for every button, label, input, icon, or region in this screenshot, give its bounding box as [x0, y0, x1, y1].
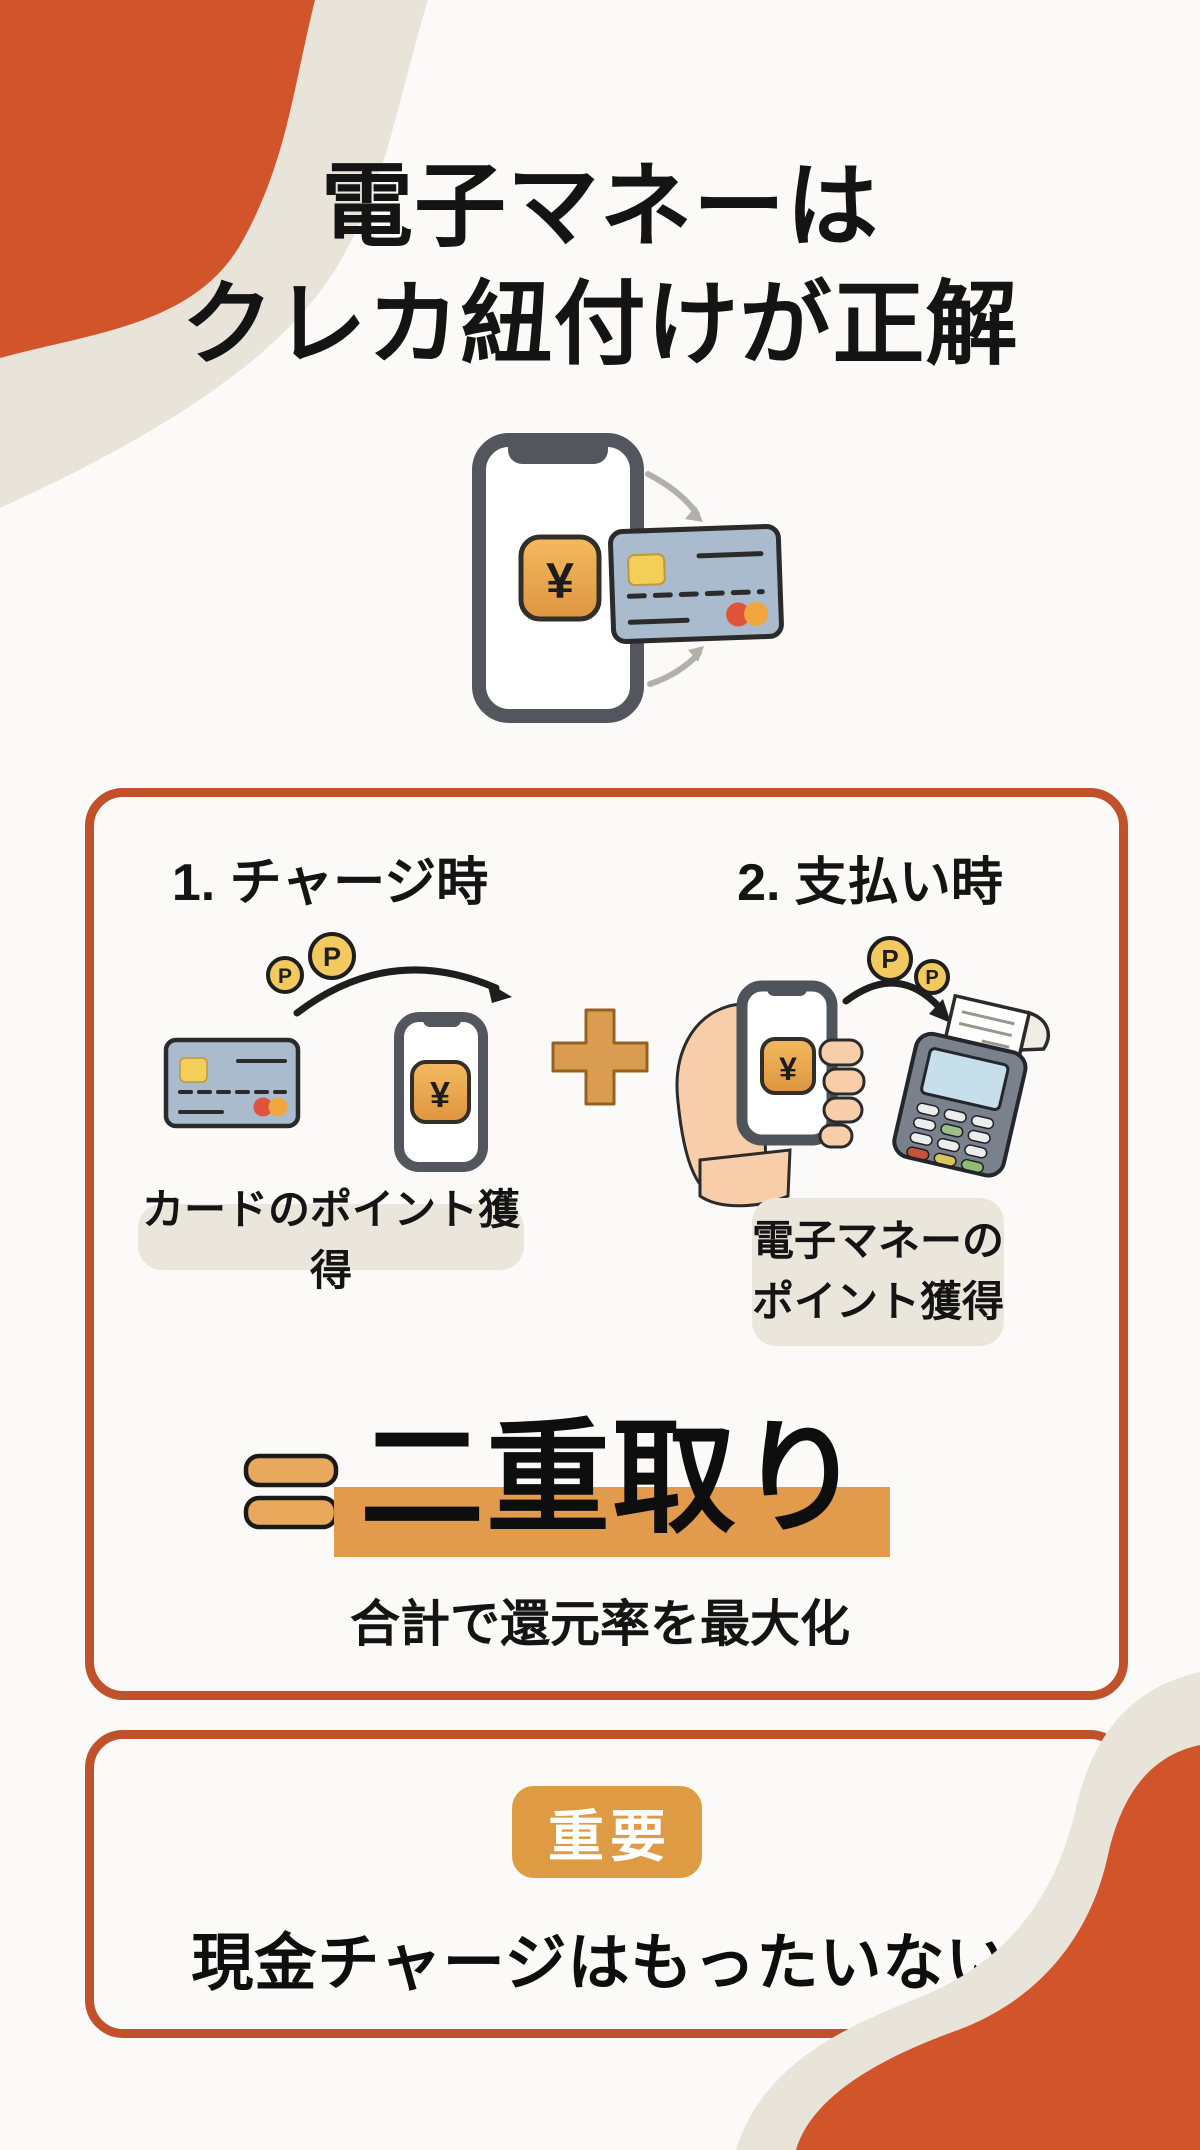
page-title: 電子マネーは クレカ紐付けが正解	[0, 148, 1200, 384]
important-badge: 重要	[512, 1786, 702, 1878]
step2-heading: 2. 支払い時	[737, 854, 1003, 912]
step1-caption-pill: カードのポイント獲得	[138, 1186, 524, 1294]
double-dip-highlighted-text: 二重取り	[333, 1402, 890, 1557]
double-dip-result: 二重取り	[0, 1402, 1200, 1557]
page-title-line2: クレカ紐付けが正解	[181, 274, 1019, 376]
page-title-line1: 電子マネーは	[320, 156, 879, 258]
step2-caption-line1: 電子マネーの	[752, 1217, 1005, 1265]
result-subtitle: 合計で還元率を最大化	[350, 1596, 850, 1652]
step1-heading: 1. チャージ時	[171, 854, 489, 912]
points-flow-panel	[85, 788, 1128, 1700]
step2-caption-pill: 電子マネーの ポイント獲得	[752, 1198, 1004, 1346]
orange-blob-shape	[0, 0, 315, 358]
warning-message: 現金チャージはもったいない	[191, 1929, 1009, 1998]
step2-caption-line2: ポイント獲得	[752, 1278, 1005, 1325]
